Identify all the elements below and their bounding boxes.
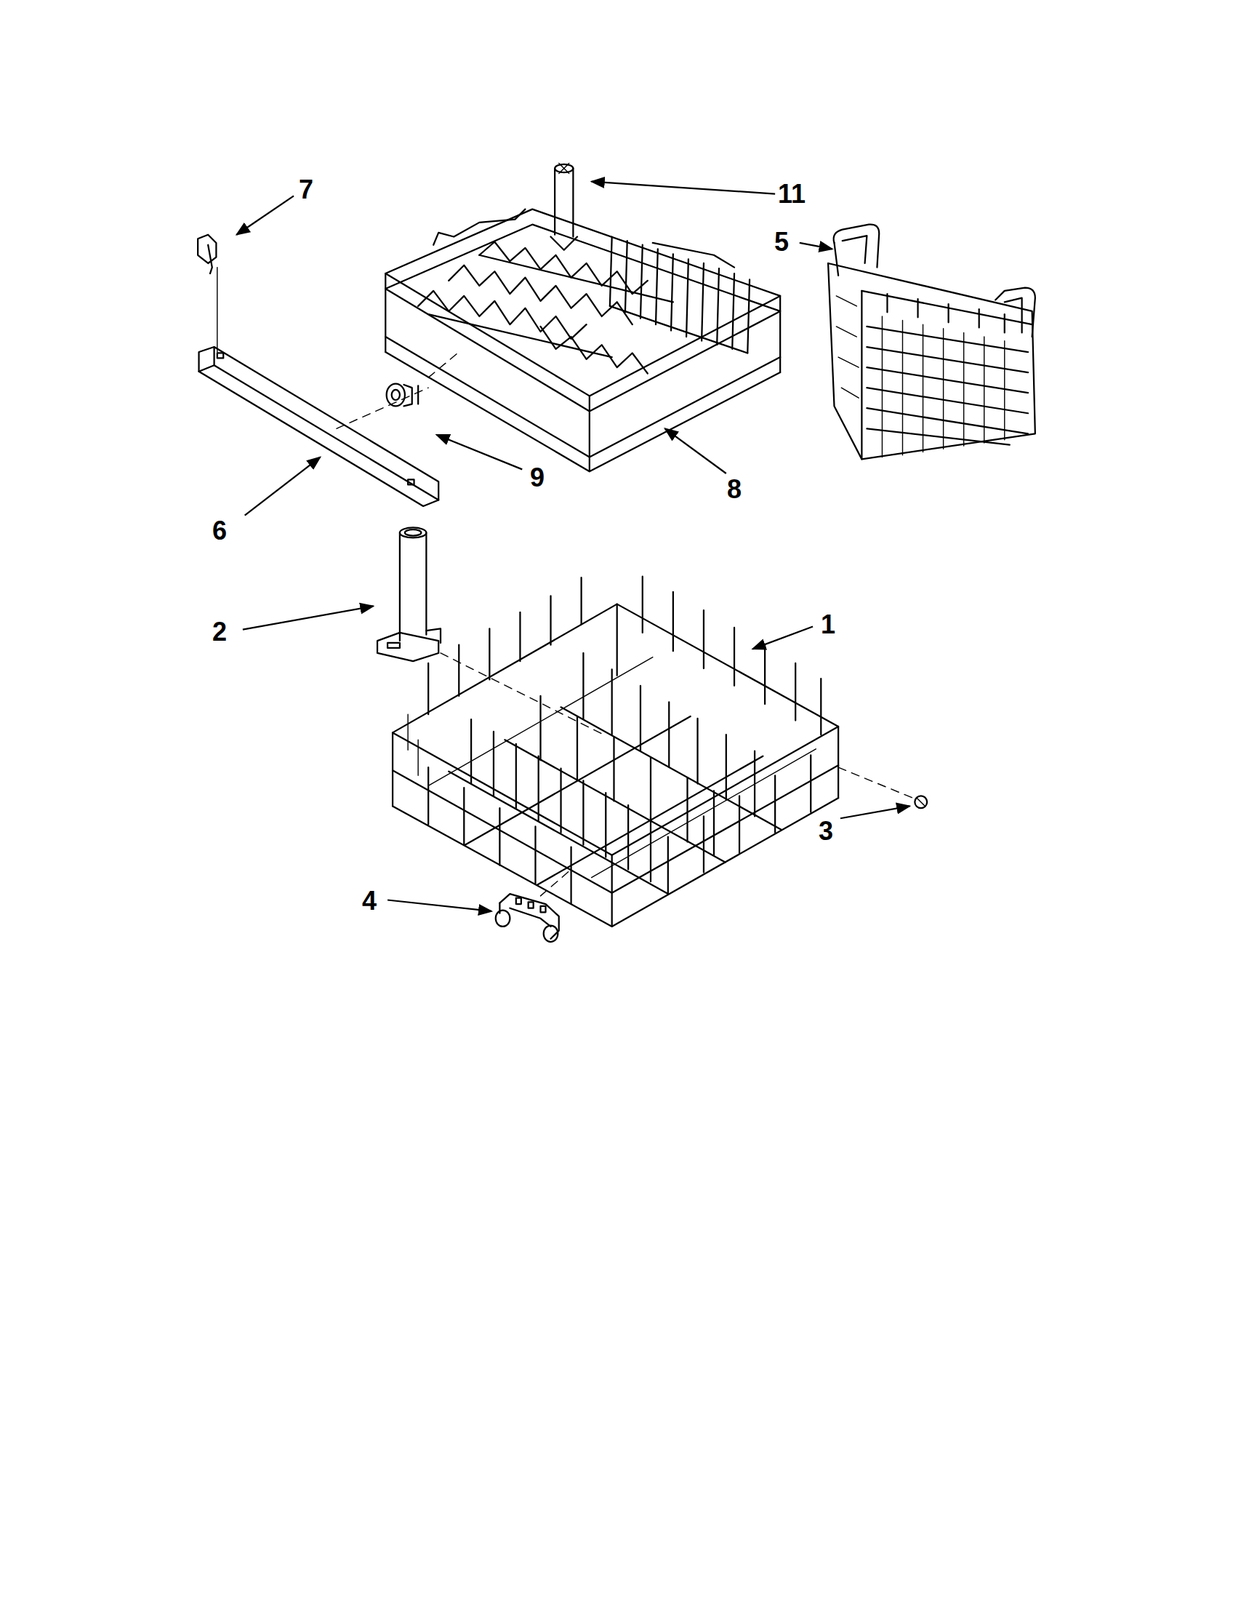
wheel-assembly [495, 893, 560, 942]
callout-number: 4 [359, 886, 379, 915]
callout-number: 2 [210, 617, 230, 646]
callout-number: 6 [210, 516, 230, 545]
rack-rail [199, 346, 440, 506]
callout-number: 7 [296, 175, 316, 204]
callout-number: 5 [772, 228, 791, 256]
callout-number: 1 [818, 610, 838, 639]
spray-tube [377, 527, 441, 661]
upper-rack [385, 162, 781, 472]
rack-stop [914, 795, 927, 808]
callout-number: 11 [775, 180, 808, 208]
silverware-basket [828, 224, 1036, 460]
callout-number: 9 [527, 463, 547, 492]
callout-number: 8 [724, 475, 744, 504]
leader-lines [236, 181, 910, 911]
rack-wheel [386, 383, 419, 407]
rack-clip [197, 234, 218, 352]
lower-rack [392, 576, 839, 927]
callout-number: 3 [816, 817, 836, 845]
